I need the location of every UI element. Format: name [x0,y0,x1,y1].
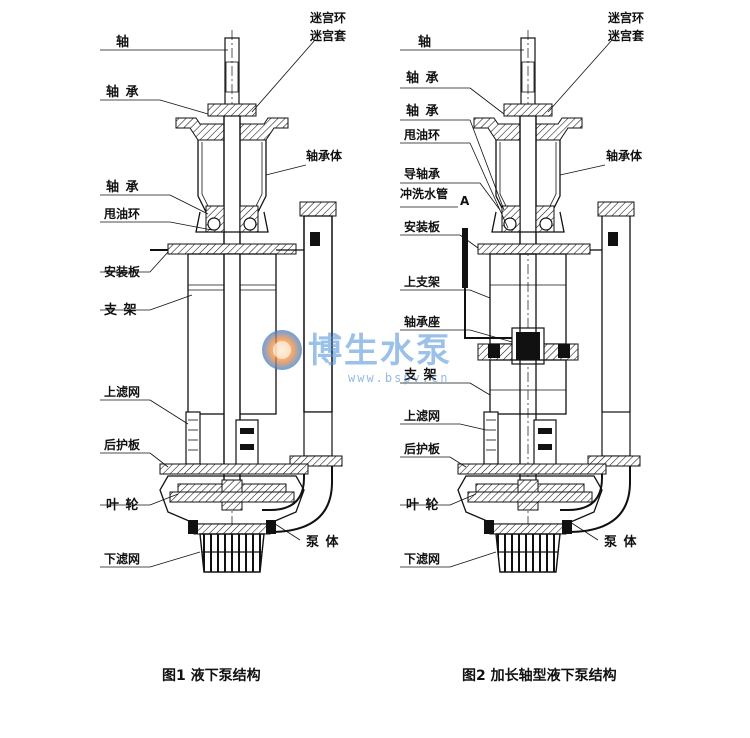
fig2-label-pump-body: 泵 体 [604,534,638,550]
figure1-caption: 图1 液下泵结构 [162,667,261,684]
fig2-label-bearing-top: 轴 承 [406,70,440,86]
fig1-label-support: 支 架 [103,302,138,318]
fig1-label-labyrinth-ring: 迷宫环 [309,10,346,25]
fig1-label-upper-strainer: 上滤网 [104,384,140,399]
fig2-label-bearing-body: 轴承体 [606,148,643,163]
fig2-label-flush-pipe: 冲洗水管 [400,186,448,201]
fig1-label-labyrinth-sleeve: 迷宫套 [309,28,347,43]
fig1-label-shaft: 轴 [116,34,130,50]
figure2-caption: 图2 加长轴型液下泵结构 [462,667,617,684]
figure2-labels: 轴 迷宫环 迷宫套 轴 承 轴 承 甩油环 轴承体 导轴承 冲洗水管 A 安装板… [400,10,645,566]
fig1-label-lower-strainer: 下滤网 [104,551,140,566]
fig2-label-guide-bearing: 导轴承 [404,166,440,181]
figure2-drawing [457,30,641,573]
fig2-label-impeller: 叶 轮 [406,497,440,513]
fig1-label-mounting-plate: 安装板 [104,264,141,279]
fig2-label-support: 支 架 [403,367,438,383]
fig2-label-upper-bracket: 上支架 [404,274,440,289]
figure1-labels: 轴 迷宫环 迷宫套 轴 承 轴承体 轴 承 甩油环 安装板 支 架 上滤网 后护… [103,10,347,566]
fig2-label-bearing-mid: 轴 承 [406,103,440,119]
fig1-label-bearing-top: 轴 承 [106,84,140,100]
watermark: 博生水泵 www.bspv.cn [262,330,452,385]
fig2-marker-a: A [460,194,470,208]
fig1-label-rear-guard: 后护板 [104,437,141,452]
fig1-label-impeller: 叶 轮 [106,497,140,513]
figure2-leaders [400,39,613,568]
figure1-leaders [100,39,316,568]
fig2-label-bearing-seat: 轴承座 [404,314,440,329]
fig2-label-lower-strainer: 下滤网 [404,551,440,566]
figure1-drawing [150,30,343,573]
fig2-label-oil-ring: 甩油环 [404,127,440,142]
fig2-label-rear-guard: 后护板 [404,441,441,456]
fig1-label-bearing-lower: 轴 承 [106,179,140,195]
watermark-url: www.bspv.cn [348,371,449,385]
fig2-label-mounting-plate: 安装板 [404,219,441,234]
fig2-label-upper-strainer: 上滤网 [404,408,440,423]
fig2-label-labyrinth-ring: 迷宫环 [607,10,644,25]
fig1-label-bearing-body: 轴承体 [306,148,343,163]
fig2-label-labyrinth-sleeve: 迷宫套 [607,28,645,43]
fig1-label-oil-ring: 甩油环 [104,206,140,221]
fig1-label-pump-body: 泵 体 [306,534,340,550]
fig2-label-shaft: 轴 [418,34,432,50]
watermark-text: 博生水泵 [308,331,452,371]
